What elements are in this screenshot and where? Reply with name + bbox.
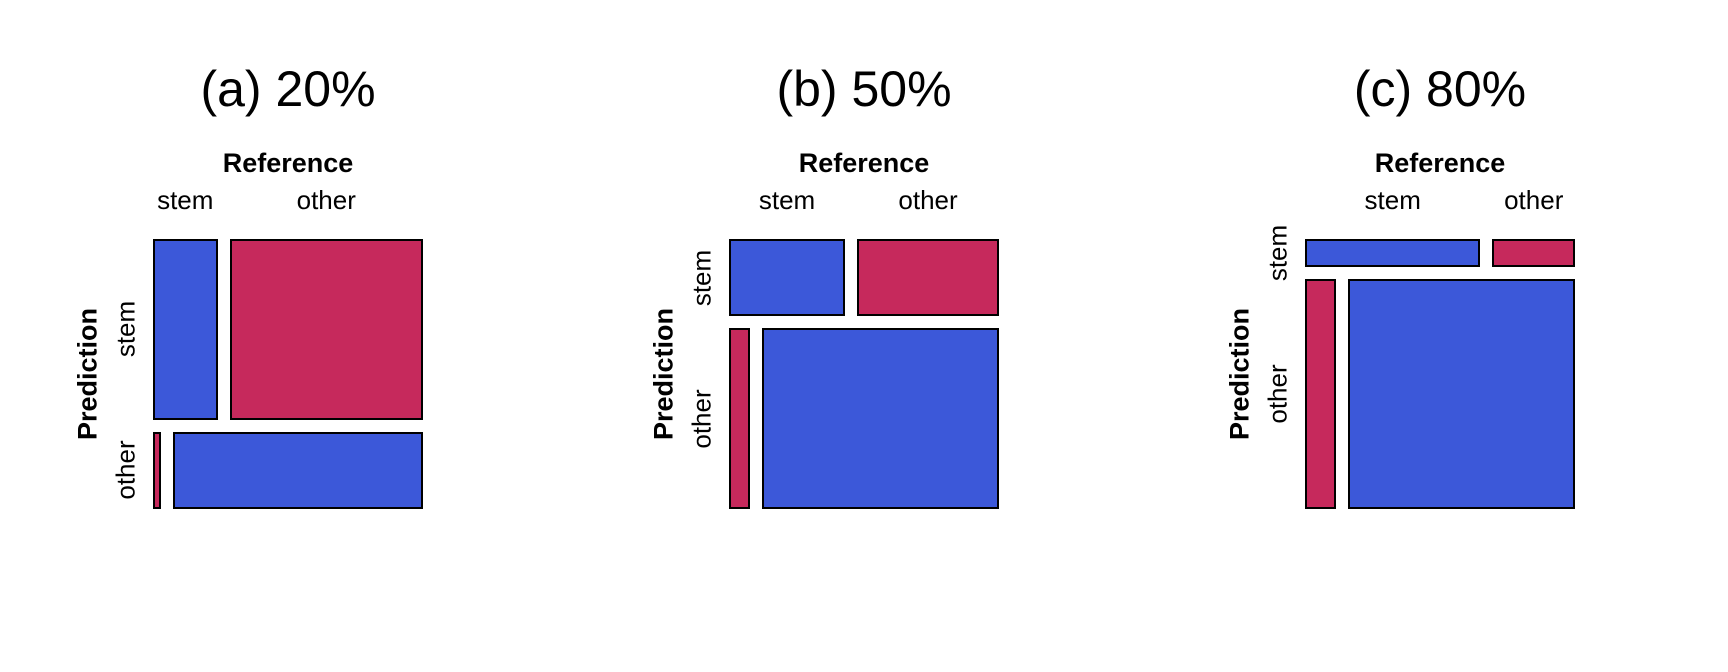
column-label-other: other — [296, 185, 356, 215]
prediction-axis-label: Prediction — [1224, 307, 1255, 441]
mosaic-cell-pred-other-ref-other — [1347, 279, 1575, 509]
panel-title: (b) 50% — [776, 61, 952, 117]
mosaic-panel-a: (a) 20% Reference Prediction stem other st… — [0, 0, 576, 672]
prediction-axis-label: Prediction — [72, 307, 103, 441]
row-label-other: other — [110, 440, 141, 500]
mosaic-cell-pred-stem-ref-other — [1492, 239, 1575, 268]
row-label-stem: stem — [1262, 225, 1293, 282]
row-label-stem: stem — [686, 249, 717, 306]
row-label-other: other — [686, 389, 717, 449]
mosaic-cell-pred-other-ref-stem — [729, 328, 750, 509]
mosaic-cell-pred-stem-ref-stem — [729, 239, 846, 317]
mosaic-cell-pred-other-ref-other — [172, 431, 423, 509]
mosaic-cell-pred-stem-ref-other — [229, 239, 423, 420]
mosaic-cell-pred-other-ref-stem — [1305, 279, 1336, 509]
mosaic-cell-pred-stem-ref-other — [857, 239, 999, 317]
mosaic-cell-pred-stem-ref-stem — [1305, 239, 1481, 268]
reference-axis-label: Reference — [222, 148, 354, 178]
panel-title: (c) 80% — [1353, 61, 1527, 117]
mosaic-cell-pred-other-ref-stem — [153, 431, 161, 509]
mosaic-plot — [1305, 239, 1575, 509]
column-label-other: other — [1504, 185, 1564, 215]
mosaic-cell-pred-other-ref-other — [761, 328, 999, 509]
mosaic-cell-pred-stem-ref-stem — [153, 239, 218, 420]
panel-title: (a) 20% — [200, 61, 376, 117]
reference-axis-label: Reference — [1374, 148, 1506, 178]
row-label-other: other — [1262, 364, 1293, 424]
reference-axis-label: Reference — [798, 148, 930, 178]
column-label-stem: stem — [1364, 185, 1421, 215]
column-label-stem: stem — [157, 185, 214, 215]
column-label-stem: stem — [758, 185, 816, 215]
column-label-other: other — [898, 185, 958, 215]
row-label-stem: stem — [110, 301, 141, 358]
mosaic-panel-b: (b) 50% Reference Prediction stem other st… — [576, 0, 1152, 672]
prediction-axis-label: Prediction — [648, 307, 679, 441]
mosaic-plot — [153, 239, 423, 509]
mosaic-plot — [729, 239, 999, 509]
mosaic-panel-c: (c) 80% Reference Prediction stem other st… — [1152, 0, 1728, 672]
